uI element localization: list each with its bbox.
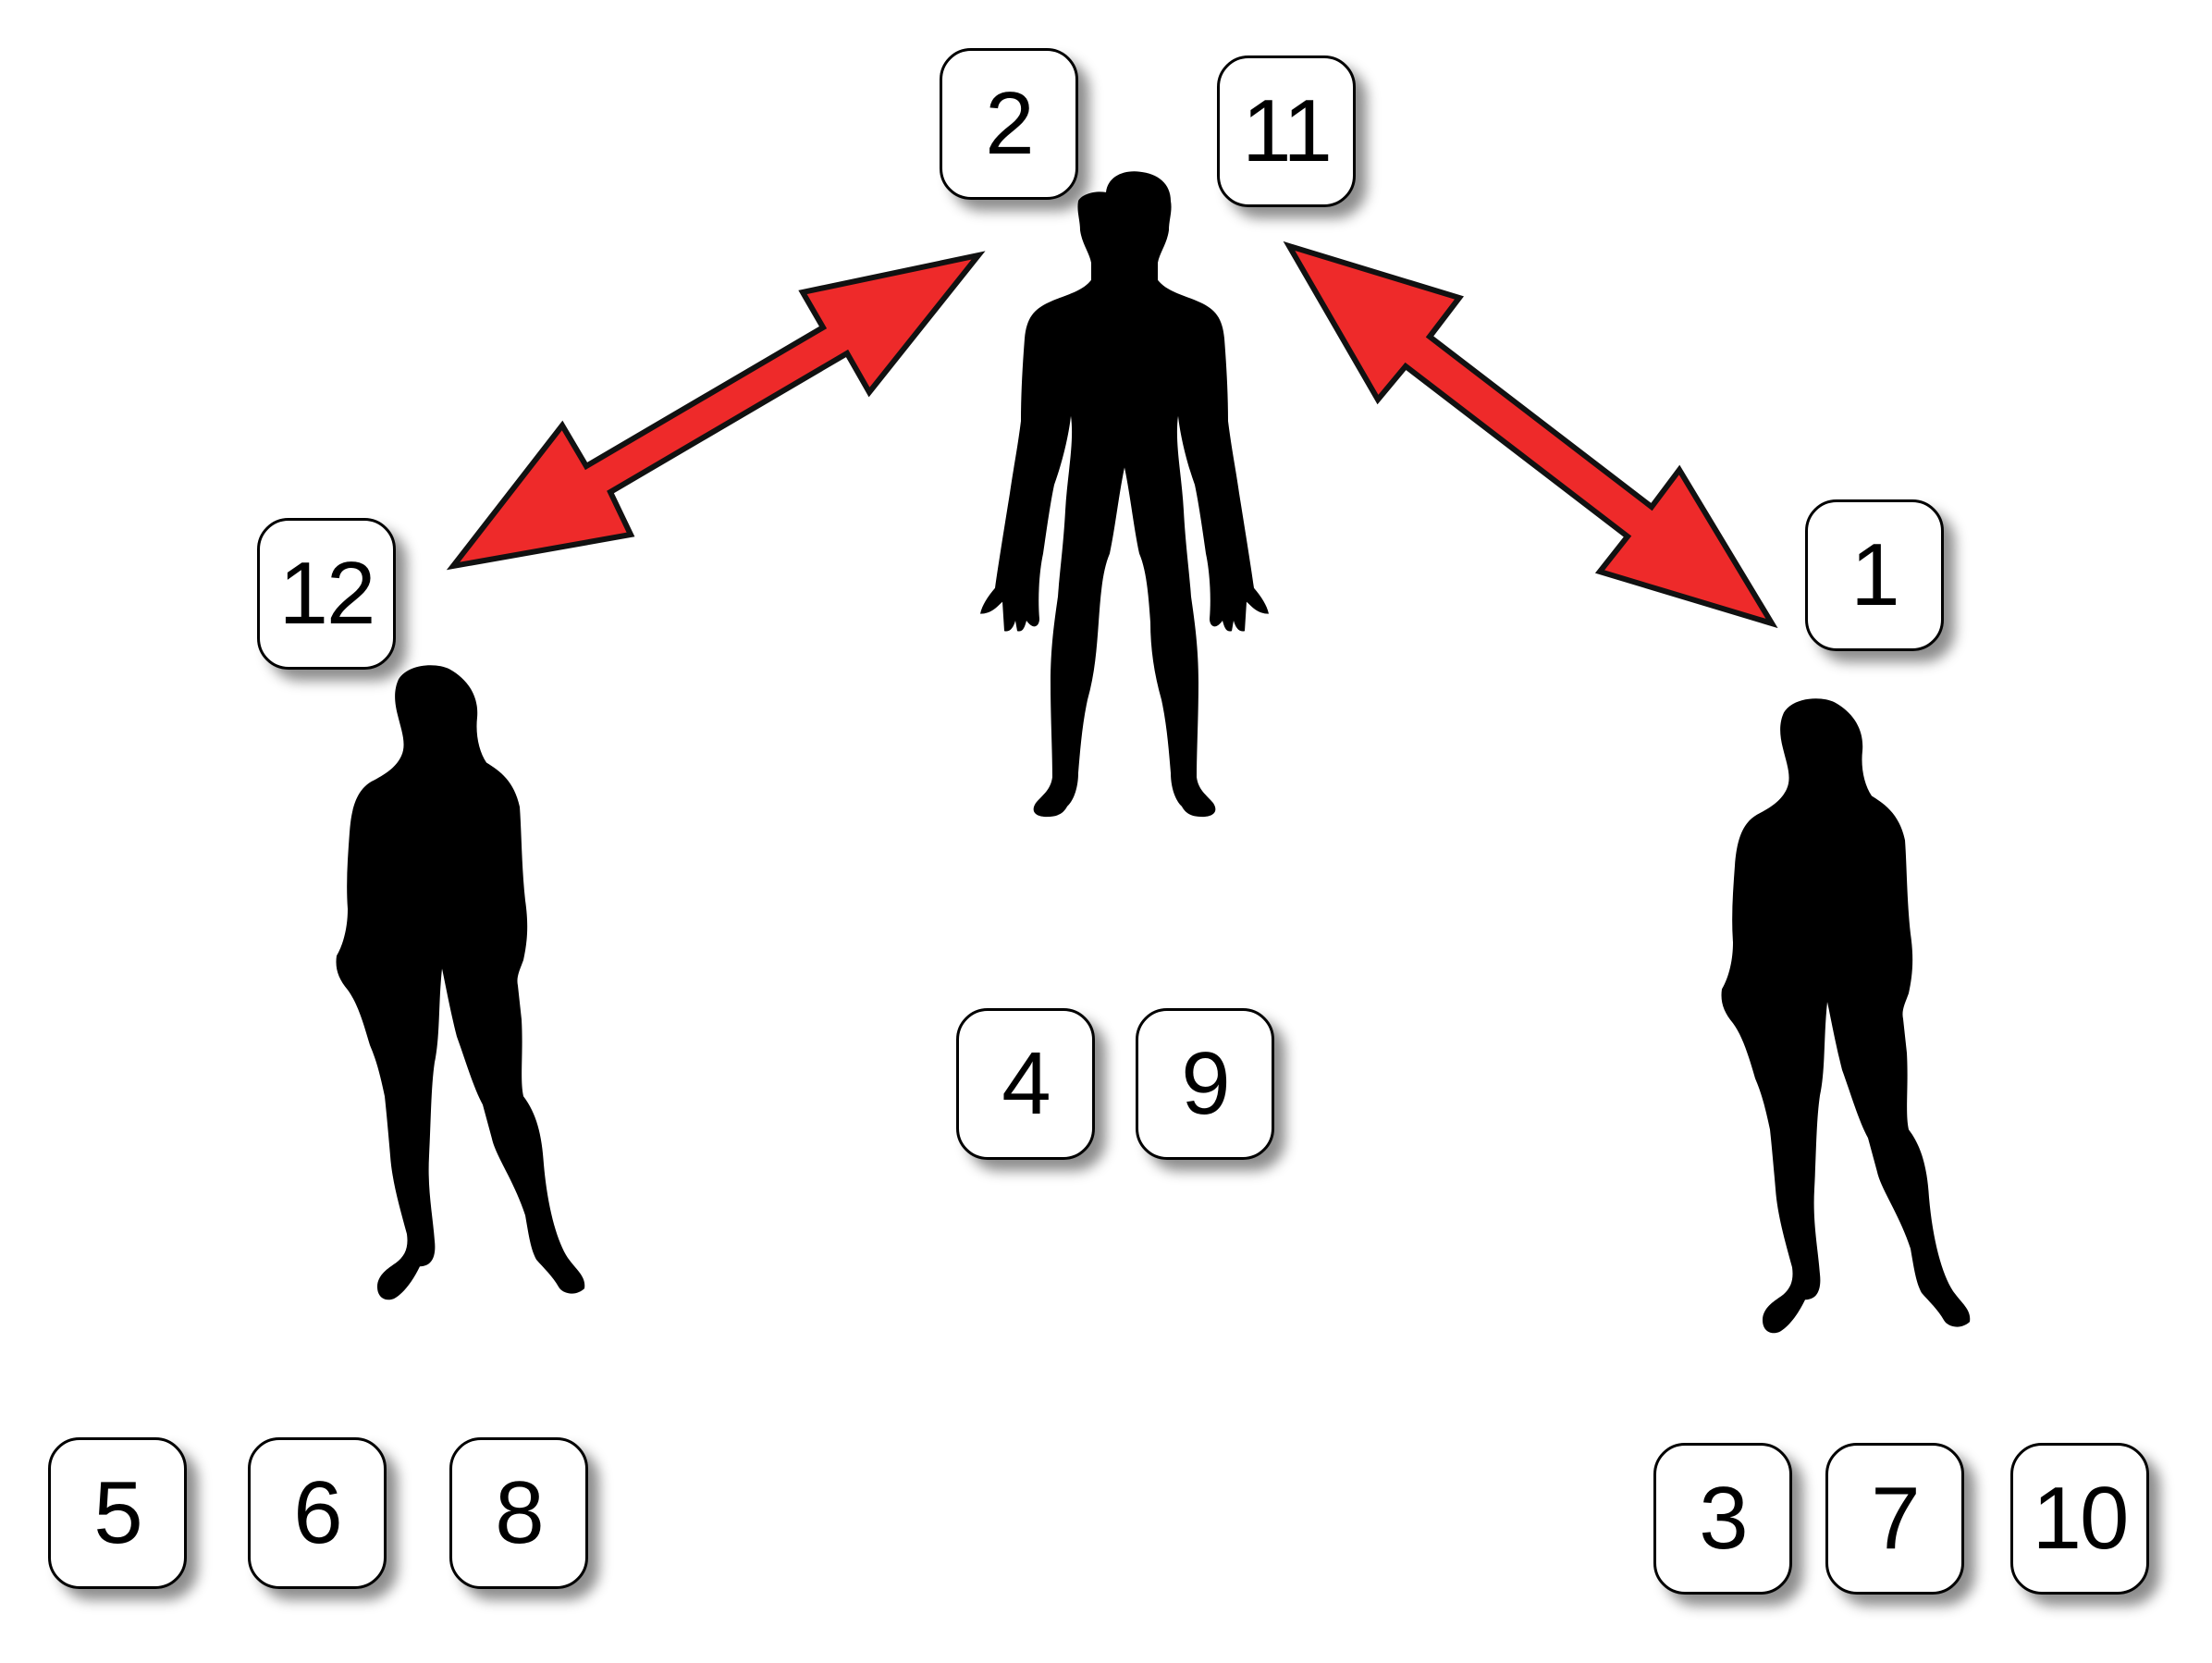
number-card-left-arrow: 12 (257, 518, 396, 670)
number-card-bottom-left-c: 8 (449, 1437, 588, 1589)
number-card-bottom-left-b: 6 (248, 1437, 387, 1589)
woman-silhouette-icon-left (336, 665, 585, 1300)
number-card-top-left: 2 (940, 48, 1078, 200)
number-card-center-a: 4 (956, 1008, 1095, 1160)
double-arrow-right (1283, 240, 1778, 629)
number-card-bottom-right-a: 3 (1653, 1443, 1792, 1595)
double-arrow-left (446, 251, 986, 571)
number-card-top-right: 11 (1217, 55, 1356, 207)
woman-silhouette-icon-right (1721, 698, 1971, 1334)
number-card-right-arrow: 1 (1805, 499, 1944, 651)
number-card-center-b: 9 (1136, 1008, 1274, 1160)
man-silhouette-icon-center (980, 171, 1269, 818)
number-card-bottom-right-c: 10 (2010, 1443, 2149, 1595)
number-card-bottom-left-a: 5 (48, 1437, 187, 1589)
number-card-bottom-right-b: 7 (1825, 1443, 1964, 1595)
